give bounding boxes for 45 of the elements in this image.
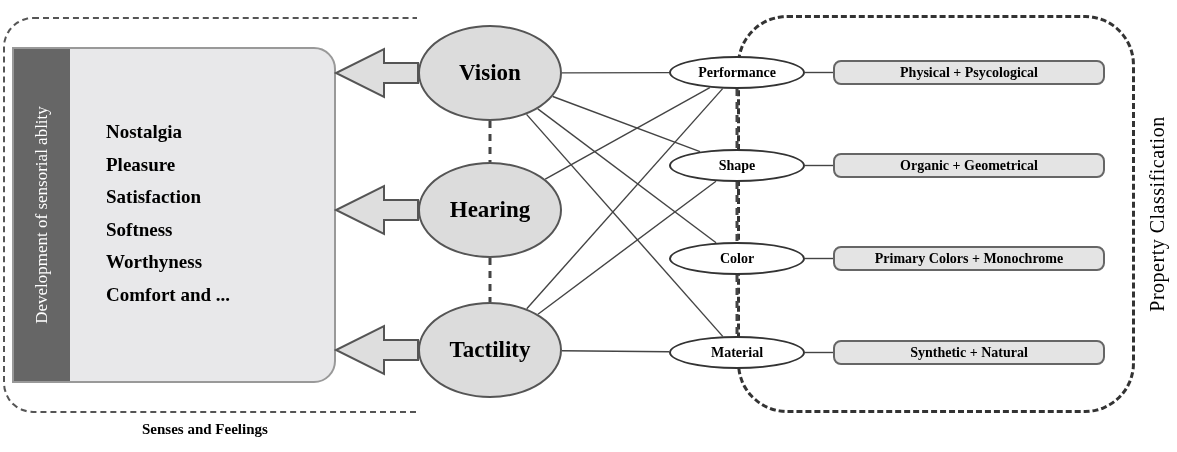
node-label: Organic + Geometrical bbox=[900, 157, 1038, 174]
node-label: Material bbox=[710, 344, 764, 361]
feeling-item: Softness bbox=[106, 218, 173, 241]
node-label: Vision bbox=[459, 60, 521, 86]
band-label: Development of sensorial ablity bbox=[32, 106, 52, 324]
dashed-connector bbox=[735, 275, 739, 336]
dashed-connector bbox=[735, 182, 739, 242]
connector-line bbox=[537, 180, 717, 315]
block-arrow bbox=[333, 184, 419, 236]
feeling-item: Pleasure bbox=[106, 153, 176, 176]
connector-line bbox=[804, 351, 834, 354]
group-title: Property Classification bbox=[1145, 116, 1169, 312]
connector-line bbox=[804, 257, 834, 260]
connector-line bbox=[561, 71, 670, 74]
connector-line bbox=[526, 87, 724, 310]
value-box bbox=[833, 153, 1105, 178]
value-box bbox=[833, 246, 1105, 271]
property-ellipse bbox=[669, 149, 805, 182]
feeling-item: Worthyness bbox=[106, 251, 203, 273]
node-label: Primary Colors + Monochrome bbox=[874, 250, 1064, 267]
dashed-connector bbox=[488, 258, 492, 302]
dashed-connector bbox=[488, 121, 492, 162]
feelings-panel bbox=[12, 47, 336, 383]
value-box bbox=[833, 60, 1105, 85]
connector-line bbox=[537, 108, 717, 244]
feeling-item: Nostalgia bbox=[106, 121, 182, 143]
connector-line bbox=[544, 86, 711, 180]
node-label: Hearing bbox=[449, 197, 531, 223]
node-label: Color bbox=[719, 250, 755, 267]
group-title: Senses and Feelings bbox=[142, 421, 268, 438]
block-arrow bbox=[333, 324, 419, 376]
dashed-connector bbox=[735, 89, 739, 149]
connector-line bbox=[525, 113, 724, 338]
connector-line bbox=[561, 350, 670, 353]
node-label: Physical + Psycological bbox=[900, 64, 1038, 81]
node-label: Synthetic + Natural bbox=[910, 344, 1028, 361]
node-label: Shape bbox=[718, 157, 756, 174]
connector-line bbox=[804, 71, 834, 74]
block-arrow bbox=[333, 47, 419, 99]
feeling-item: Satisfaction bbox=[106, 186, 201, 208]
value-box bbox=[833, 340, 1105, 365]
connector-line bbox=[804, 164, 834, 167]
node-label: Tactility bbox=[449, 337, 531, 363]
node-label: Performance bbox=[698, 64, 776, 81]
feeling-item: Comfort and ... bbox=[106, 283, 231, 306]
